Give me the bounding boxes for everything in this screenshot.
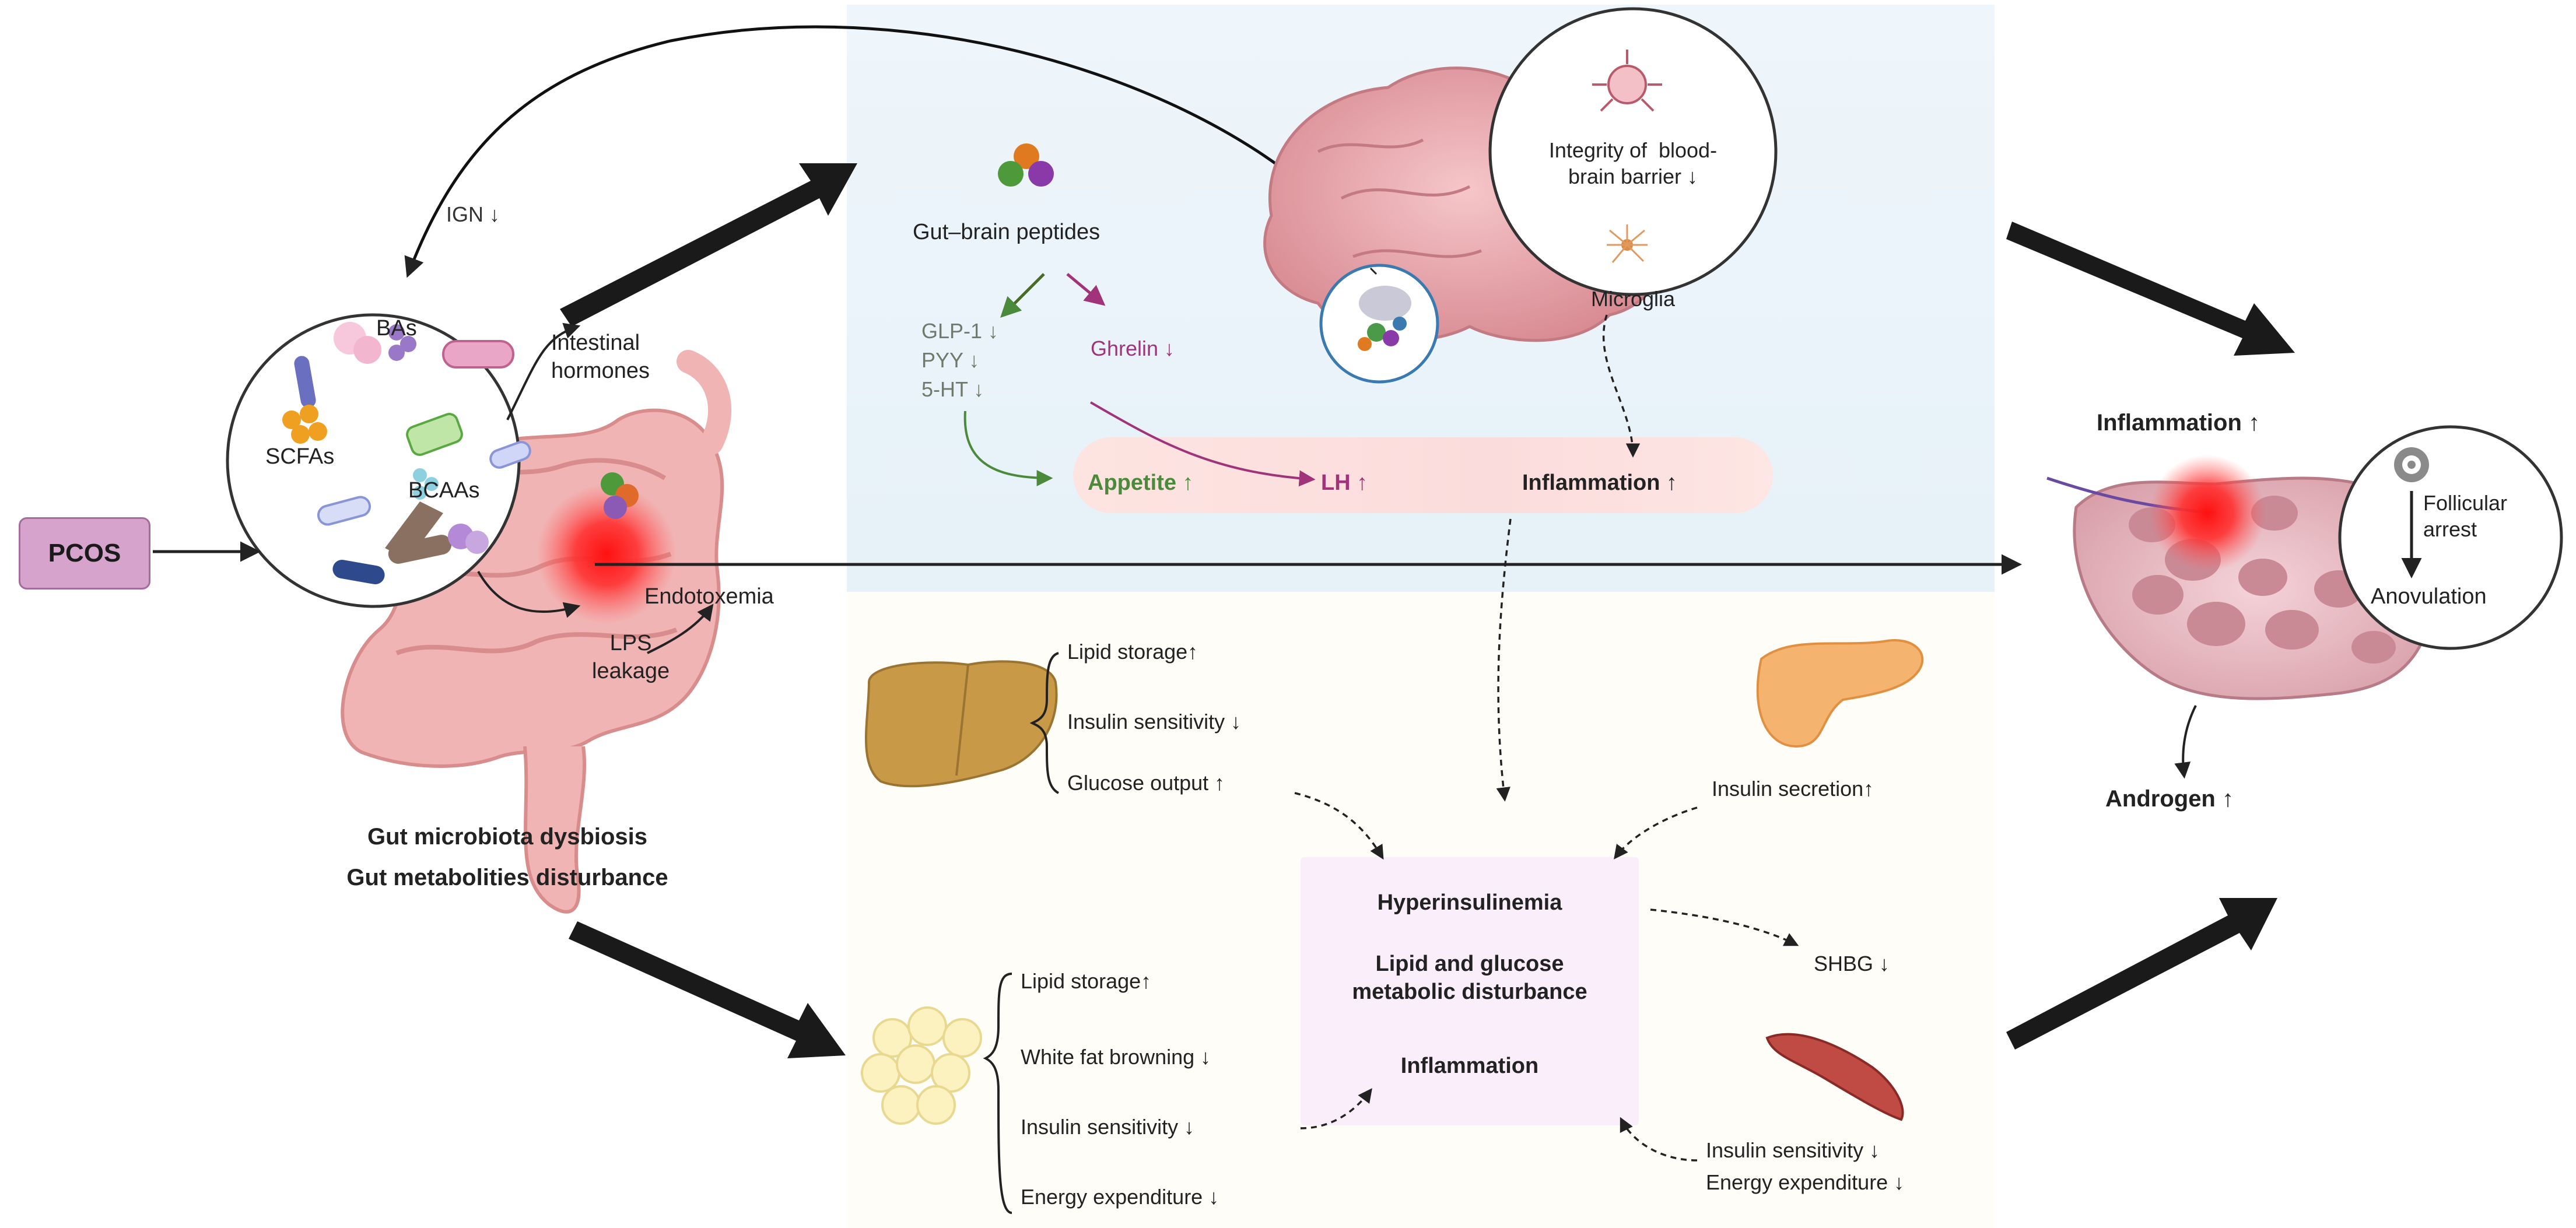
muscle-energy-label: Energy expenditure ↓ (1706, 1170, 1905, 1194)
bas-label: BAs (376, 316, 417, 341)
hyperinsulinemia-label: Hyperinsulinemia (1377, 890, 1562, 915)
flow-arrows (560, 163, 2295, 1058)
adipose-energy-label: Energy expenditure ↓ (1021, 1185, 1219, 1209)
liver-illustration (865, 660, 1058, 788)
endotoxemia-label: Endotoxemia (644, 584, 774, 609)
brain-inset-illustration (1358, 286, 1411, 351)
scfas-label: SCFAs (265, 444, 335, 469)
5ht-label: 5-HT ↓ (921, 377, 984, 401)
follicular-arrest-label: Follicular arrest (2423, 491, 2508, 541)
anovulation-label: Anovulation (2371, 584, 2487, 609)
insulin-secretion-label: Insulin secretion↑ (1712, 777, 1874, 801)
adipose-illustration (861, 1006, 982, 1125)
appetite-label: Appetite ↑ (1088, 471, 1194, 495)
androgen-label: Androgen ↑ (2105, 786, 2234, 812)
brain-effects-band (1073, 437, 1773, 513)
ovary-inflammation-label: Inflammation ↑ (2097, 410, 2260, 436)
muscle-illustration (1765, 1033, 1904, 1121)
liver-insulin-sensitivity-label: Insulin sensitivity ↓ (1067, 710, 1242, 734)
glp1-label: GLP-1 ↓ (921, 319, 999, 343)
lipid-glucose-label: Lipid and glucose metabolic disturbance (1352, 952, 1587, 1004)
pcos-box: PCOS (19, 517, 150, 590)
liver-glucose-output-label: Glucose output ↑ (1067, 771, 1225, 795)
adipose-lipid-storage-label: Lipid storage↑ (1021, 969, 1152, 993)
muscle-insulin-sensitivity-label: Insulin sensitivity ↓ (1706, 1138, 1880, 1162)
metabolic-hub-box (1301, 857, 1639, 1125)
ghrelin-label: Ghrelin ↓ (1091, 336, 1175, 360)
center-inflammation-label: Inflammation (1400, 1054, 1539, 1078)
microbe-icons (282, 322, 531, 585)
peptide-cluster-icon (998, 143, 1054, 187)
bbb-circle (1488, 7, 1778, 296)
lh-label: LH ↑ (1321, 471, 1368, 495)
microglia-icon (1607, 224, 1648, 263)
pyy-label: PYY ↓ (921, 348, 980, 372)
follicle-icon (2394, 447, 2429, 482)
microglia-label: Microglia (1590, 287, 1676, 311)
liver-lipid-storage-label: Lipid storage↑ (1067, 640, 1198, 664)
endothelial-cell-icon (1592, 50, 1662, 112)
shbg-label: SHBG ↓ (1814, 952, 1890, 976)
pancreas-illustration (1756, 639, 1924, 748)
intestinal-hormones-label: Intestinal hormones (551, 331, 650, 383)
dysbiosis-label: Gut microbiota dysbiosis (367, 824, 648, 850)
gut-brain-peptides-label: Gut–brain peptides (913, 220, 1101, 244)
metabolites-label: Gut metabolities disturbance (346, 865, 668, 890)
brain-inflammation-label: Inflammation ↑ (1522, 471, 1678, 495)
white-fat-browning-label: White fat browning ↓ (1021, 1045, 1211, 1069)
adipose-insulin-sensitivity-label: Insulin sensitivity ↓ (1021, 1115, 1195, 1139)
bcaas-label: BCAAs (408, 478, 480, 503)
follicle-circle (2338, 425, 2563, 650)
ovary-illustration (2046, 455, 2437, 700)
lps-leakage-label: LPS leakage (592, 631, 670, 683)
ign-label: IGN ↓ (446, 202, 500, 226)
bbb-integrity-label: Integrity of blood- brain barrier ↓ (1548, 138, 1718, 188)
